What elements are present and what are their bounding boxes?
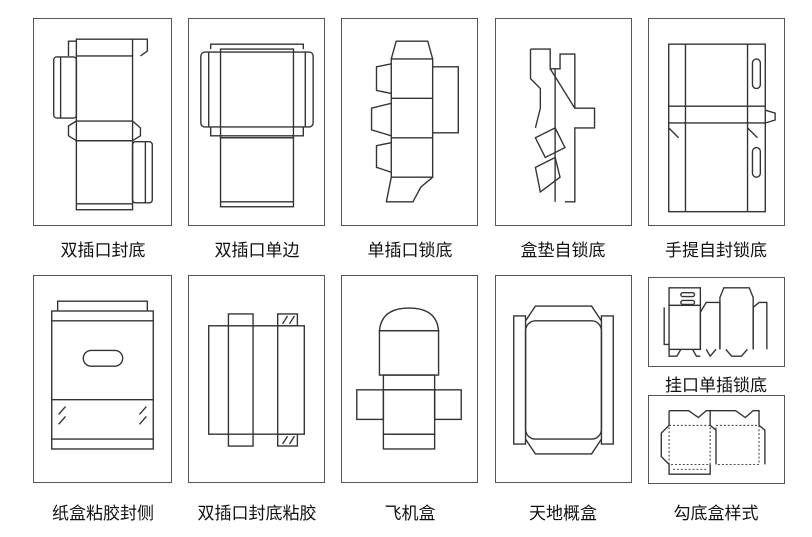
double-tuck-glued-bottom-dieline-icon [208,313,305,447]
label-single-tuck-lock-bottom: 单插口锁底 [367,241,453,261]
single-tuck-lock-bottom-dieline-icon [370,40,459,203]
label-hang-tab-lock-bottom: 挂口单插锁底 [665,376,767,396]
handle-auto-lock-bottom-dieline-icon [668,43,776,213]
diagram-handle-auto-lock-bottom [648,18,785,226]
double-tuck-single-side-dieline-icon [200,43,314,208]
glued-side-seal-dieline-icon [51,300,154,450]
label-double-tuck-glued-bottom: 双插口封底粘胶 [197,504,317,524]
diagram-hang-tab-lock-bottom [648,277,785,367]
diagram-mailer-box [341,275,478,483]
hang-tab-lock-bottom-dieline-icon [663,287,768,358]
diagram-double-tuck-sealed-bottom [33,18,172,226]
label-lid-and-base-box: 天地概盒 [529,504,597,524]
crash-lock-bottom-dieline-icon [660,409,766,475]
diagram-glued-side-seal [33,275,172,483]
label-double-tuck-single-side: 双插口单边 [214,241,300,261]
diagram-lid-and-base-box [495,275,632,483]
pad-auto-lock-bottom-dieline-icon [529,48,596,203]
diagram-single-tuck-lock-bottom [341,18,478,226]
diagram-crash-lock-bottom [648,395,785,484]
diagram-double-tuck-single-side [188,18,325,226]
diagram-pad-auto-lock-bottom [495,18,632,226]
label-pad-auto-lock-bottom: 盒垫自锁底 [520,241,606,261]
double-tuck-sealed-bottom-dieline-icon [53,38,153,211]
mailer-box-dieline-icon [356,307,462,450]
diagram-double-tuck-glued-bottom [188,275,325,483]
label-mailer-box: 飞机盒 [384,504,436,524]
label-crash-lock-bottom: 勾底盒样式 [673,504,759,524]
label-glued-side-seal: 纸盒粘胶封侧 [52,504,154,524]
lid-and-base-box-dieline-icon [513,305,614,455]
label-double-tuck-sealed-bottom: 双插口封底 [60,241,146,261]
label-handle-auto-lock-bottom: 手提自封锁底 [665,241,767,261]
